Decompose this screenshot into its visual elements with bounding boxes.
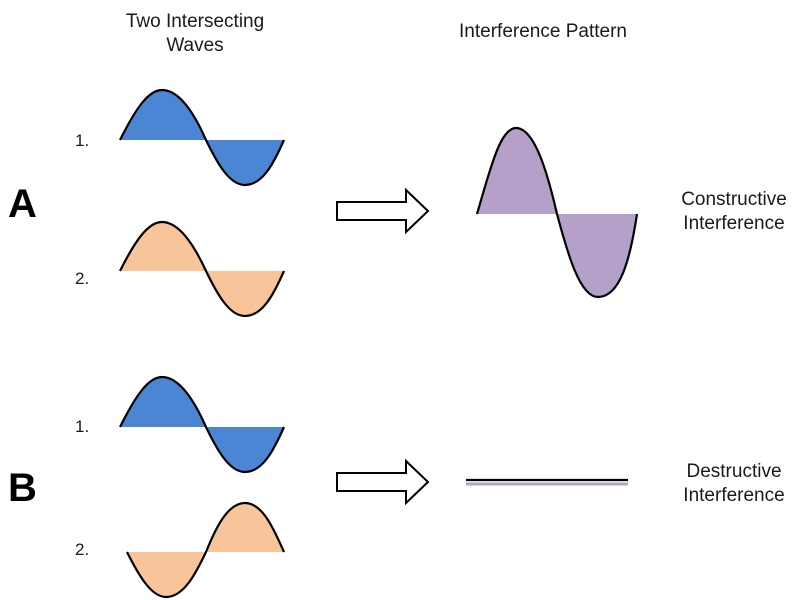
wave-a2: [119, 220, 286, 318]
section-a-result-line2: Interference: [683, 213, 785, 234]
wave-b1-fill: [120, 377, 284, 472]
section-a-result-line1: Constructive: [681, 189, 787, 210]
section-b-wave2-number: 2.: [75, 540, 90, 559]
section-b-result-line1: Destructive: [686, 461, 782, 482]
section-a-label: A: [8, 182, 37, 226]
arrow-a-icon: [336, 187, 430, 235]
wave-b-result: [466, 478, 628, 486]
wave-b2-fill: [127, 503, 284, 597]
wave-a-result-stroke: [475, 126, 639, 299]
wave-b1: [119, 375, 286, 474]
section-b-result-label: Destructive Interference: [654, 460, 803, 508]
wave-a-result-fill: [477, 128, 637, 297]
pattern-header: Interference Pattern: [459, 21, 627, 42]
wave-a1-fill: [120, 90, 284, 185]
section-b-result-line2: Interference: [683, 485, 785, 506]
wave-b2: [126, 501, 286, 599]
section-b-wave1-number: 1.: [75, 417, 90, 436]
section-a-wave2-number: 2.: [75, 269, 90, 288]
waves-header-line1: Two Intersecting: [125, 11, 265, 32]
wave-b2-stroke: [126, 501, 286, 599]
wave-a1-stroke: [119, 88, 286, 187]
section-b-label: B: [8, 466, 37, 510]
arrow-b-icon: [336, 458, 430, 506]
wave-a1: [119, 88, 286, 187]
waves-header: Two Intersecting Waves: [105, 10, 285, 58]
wave-a2-fill: [120, 222, 284, 316]
wave-a2-stroke: [119, 220, 286, 318]
wave-b1-stroke: [119, 375, 286, 474]
section-a-result-label: Constructive Interference: [654, 188, 803, 236]
waves-header-line2: Waves: [166, 35, 224, 56]
section-a-wave1-number: 1.: [75, 131, 90, 150]
wave-a-result: [475, 126, 639, 299]
